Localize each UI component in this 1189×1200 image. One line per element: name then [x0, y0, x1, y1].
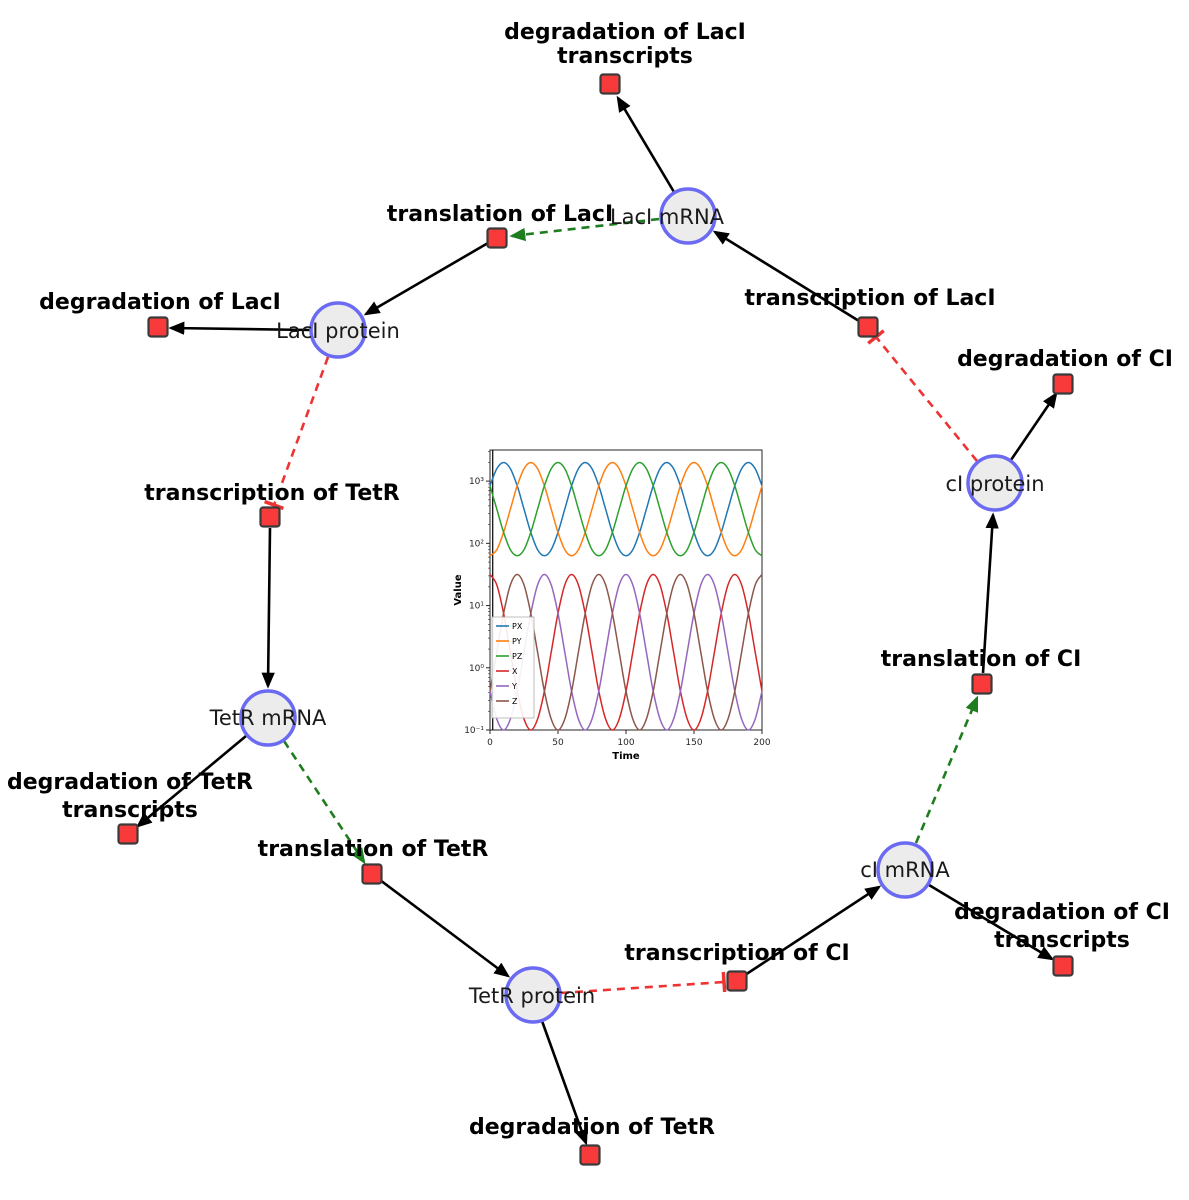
species-node-lacI-protein: [309, 301, 367, 359]
species-node-cI-mrna: [876, 841, 934, 899]
species-label: cI mRNA: [860, 858, 950, 882]
x-tick-label: 100: [617, 738, 634, 748]
legend-label-X: X: [512, 667, 518, 676]
reaction-node-translation-of-lacI: [486, 227, 508, 249]
labels: degradation of LacI transcripts translat…: [7, 20, 1173, 1140]
y-tick-label: 10⁰: [469, 664, 484, 674]
x-tick-label: 200: [753, 738, 770, 748]
edge-transcription-lacI-to-lacI-mrna: [712, 230, 860, 323]
edge-transcription-cI-to-cI-mrna: [744, 885, 882, 977]
reaction-label: translation of LacI: [387, 202, 613, 227]
edge-inhibition-cI-protein-to-transcription-lacI: [867, 329, 979, 462]
legend-label-PZ: PZ: [512, 652, 523, 661]
reaction-label: translation of TetR: [258, 837, 489, 862]
legend-label-Z: Z: [512, 697, 518, 706]
edges: [135, 95, 1058, 1146]
series-Y-line: [489, 573, 763, 731]
edge-modifier-tetR-mrna-to-translation: [282, 740, 366, 865]
reaction-label: transcription of CI: [624, 941, 849, 966]
species-label: TetR mRNA: [209, 706, 327, 730]
species-nodes: [239, 187, 1024, 1024]
reaction-node-translation-of-cI: [971, 673, 993, 695]
reaction-node-degradation-of-lacI-transcripts: [599, 73, 621, 95]
reaction-label: degradation of LacI: [504, 20, 746, 45]
species-node-cI-protein: [966, 454, 1024, 512]
edge-modifier-lacI-mrna-to-translation: [509, 217, 660, 242]
reaction-label: degradation of TetR: [469, 1115, 715, 1140]
reaction-nodes: [117, 73, 1074, 1166]
edge-transcription-tetR-to-tetR-mrna: [261, 527, 275, 689]
reaction-node-degradation-of-cI: [1052, 373, 1074, 395]
reaction-label: degradation of CI: [954, 900, 1170, 925]
y-tick-label: 10¹: [469, 602, 484, 612]
edge-translation-tetR-to-tetR-protein: [379, 878, 511, 978]
reaction-label: transcription of TetR: [144, 481, 400, 506]
edge-cI-protein-to-degradation-cI: [1009, 391, 1058, 461]
legend-label-PY: PY: [512, 637, 522, 646]
edge-cI-mrna-to-degradation-transcripts: [928, 883, 1055, 961]
reaction-node-transcription-of-tetR: [259, 506, 281, 528]
reaction-node-degradation-of-tetR-transcripts: [117, 823, 139, 845]
x-tick-label: 0: [487, 738, 493, 748]
chart-ylabel: Value: [453, 574, 464, 605]
reaction-node-degradation-of-tetR: [579, 1144, 601, 1166]
series-Z-line: [489, 573, 763, 731]
species-label: TetR protein: [468, 984, 595, 1008]
edge-tetR-mrna-to-degradation-transcripts: [135, 735, 247, 828]
reaction-label: transcripts: [557, 44, 693, 69]
species-node-lacI-mrna: [659, 187, 717, 245]
legend-label-Y: Y: [511, 682, 517, 691]
species-label: LacI protein: [276, 319, 400, 343]
species-node-tetR-mrna: [239, 689, 297, 747]
x-tick-label: 150: [685, 738, 702, 748]
edge-modifier-cI-mrna-to-translation: [914, 695, 979, 844]
chart-xlabel: Time: [612, 751, 640, 762]
edge-translation-cI-to-cI-protein: [981, 512, 999, 674]
reaction-label: degradation of CI: [957, 347, 1173, 372]
species-label: cI protein: [945, 472, 1044, 496]
y-tick-label: 10⁻¹: [464, 726, 484, 736]
series-PY-line: [489, 461, 763, 557]
edge-tetR-protein-to-degradation-tetR: [540, 1020, 588, 1146]
reaction-label: transcripts: [994, 928, 1130, 953]
edge-inhibition-lacI-protein-to-transcription-tetR: [264, 356, 330, 511]
y-tick-label: 10³: [469, 477, 484, 487]
reaction-label: transcripts: [62, 798, 198, 823]
reaction-node-degradation-of-cI-transcripts: [1052, 955, 1074, 977]
legend-label-PX: PX: [512, 622, 523, 631]
species-label: LacI mRNA: [610, 205, 725, 229]
reaction-node-degradation-of-lacI: [147, 316, 169, 338]
reaction-node-transcription-of-lacI: [857, 316, 879, 338]
species-node-tetR-protein: [504, 966, 562, 1024]
reaction-node-translation-of-tetR: [361, 863, 383, 885]
reaction-label: degradation of TetR: [7, 770, 253, 795]
reaction-node-transcription-of-cI: [726, 970, 748, 992]
series-PZ-line: [489, 461, 763, 557]
reaction-label: transcription of LacI: [744, 286, 995, 311]
edge-lacI-mrna-to-degradation-transcripts: [616, 95, 676, 193]
y-tick-label: 10²: [469, 539, 484, 549]
reaction-label: degradation of LacI: [39, 290, 281, 315]
x-tick-label: 50: [552, 738, 564, 748]
edge-translation-lacI-to-lacI-protein: [363, 241, 489, 316]
reaction-label: translation of CI: [881, 647, 1082, 672]
series-PX-line: [489, 461, 763, 557]
edge-lacI-protein-to-degradation-lacI: [168, 321, 311, 335]
